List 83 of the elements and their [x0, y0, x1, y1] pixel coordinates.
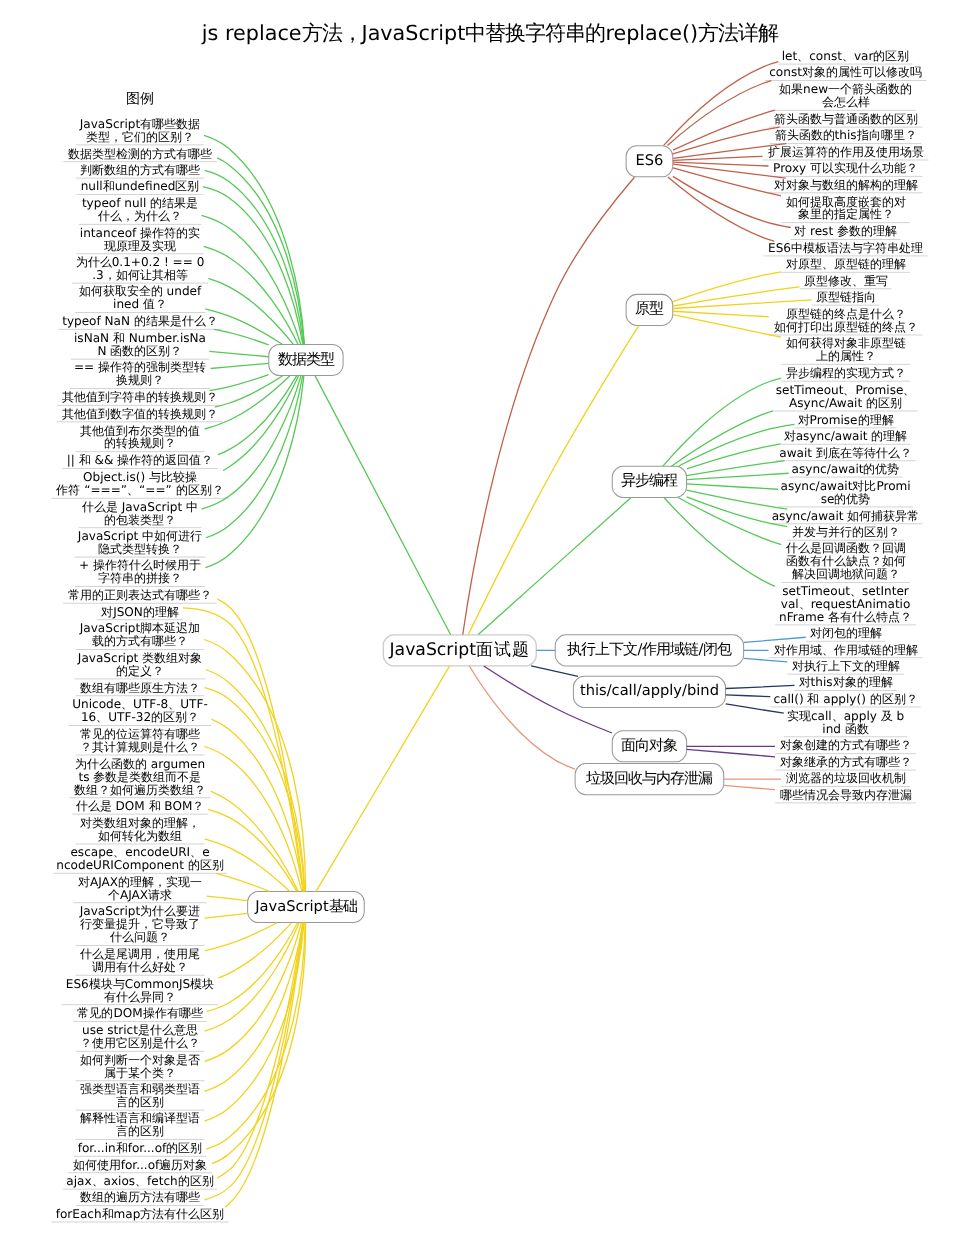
connector	[215, 872, 270, 892]
connector	[205, 375, 304, 539]
connector	[182, 607, 304, 893]
connector	[670, 410, 774, 467]
connector	[200, 374, 302, 510]
connector	[672, 271, 782, 303]
connector	[203, 134, 306, 346]
connector	[222, 375, 300, 472]
connector	[743, 657, 788, 663]
connector	[672, 109, 776, 151]
connector	[725, 684, 796, 690]
connector	[203, 375, 291, 430]
connector	[672, 310, 770, 318]
connector	[666, 79, 772, 147]
connector	[206, 922, 299, 1013]
connector	[208, 350, 270, 358]
connector	[208, 373, 270, 392]
connector	[672, 299, 813, 310]
connector	[743, 636, 807, 644]
connector	[672, 286, 801, 307]
connector	[477, 496, 632, 636]
connector	[203, 912, 249, 919]
connector	[535, 649, 556, 652]
connector	[203, 838, 291, 892]
connector	[204, 922, 278, 952]
connector	[467, 324, 640, 636]
connector	[672, 161, 770, 167]
connector	[217, 922, 293, 979]
connector	[214, 375, 284, 408]
connector	[685, 489, 788, 510]
diagram-title: js replace方法，JavaScript中替换字符串的replace()方法详解	[201, 22, 779, 47]
connector	[723, 778, 782, 780]
connector	[667, 176, 775, 242]
connector	[206, 895, 249, 902]
connector	[462, 176, 636, 636]
connector	[203, 921, 303, 1062]
connector	[217, 375, 298, 456]
connector	[686, 443, 782, 470]
connector	[203, 745, 303, 892]
connector	[314, 375, 452, 636]
connector	[204, 308, 284, 346]
connector	[203, 922, 304, 1092]
connector	[723, 784, 776, 791]
connector	[672, 175, 792, 229]
connector	[207, 277, 295, 346]
connector	[672, 167, 782, 197]
connector	[686, 745, 776, 747]
connector	[483, 665, 613, 734]
connector	[315, 665, 451, 892]
connector	[207, 808, 298, 892]
connector	[213, 328, 270, 346]
connector	[204, 375, 305, 569]
connector	[677, 496, 782, 546]
connector	[662, 377, 782, 467]
connector	[672, 163, 787, 179]
connector	[530, 665, 579, 677]
connector	[210, 718, 304, 892]
connector	[672, 126, 781, 155]
connector	[663, 61, 780, 147]
connector	[686, 748, 776, 758]
connector	[686, 472, 790, 481]
connector	[743, 649, 770, 652]
connector	[203, 922, 304, 1201]
connector	[224, 921, 304, 1208]
node-box: JavaScript面试题	[382, 634, 537, 667]
connector	[468, 665, 576, 770]
connector	[725, 694, 771, 698]
connector	[663, 496, 776, 587]
connector	[686, 496, 788, 528]
connector	[203, 245, 299, 345]
connector	[686, 483, 779, 490]
connector	[209, 362, 270, 370]
connector	[672, 142, 787, 159]
connector	[200, 214, 302, 345]
connector	[210, 790, 299, 893]
connector	[677, 423, 796, 467]
connector	[725, 703, 785, 714]
connector	[686, 460, 786, 477]
connector	[203, 922, 300, 1032]
connector	[216, 598, 305, 892]
connector	[216, 157, 305, 346]
connector	[672, 155, 764, 161]
connector	[672, 314, 782, 338]
